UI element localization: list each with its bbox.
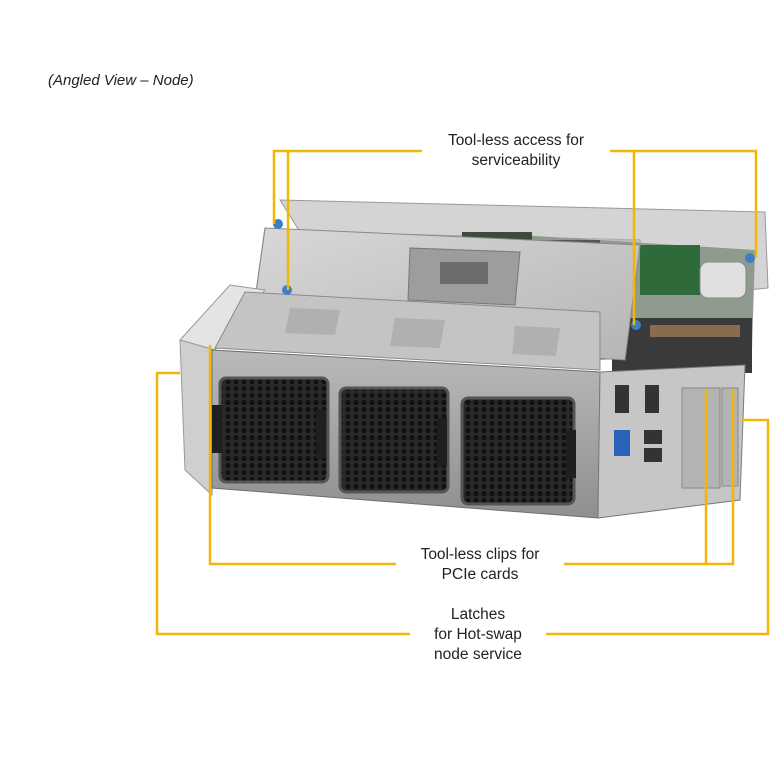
- fan-3: [460, 396, 576, 506]
- callout-toolless-access-line2: serviceability: [471, 152, 561, 169]
- fan-1: [212, 376, 330, 484]
- touch-point-1[interactable]: [273, 219, 283, 229]
- fan-2: [338, 386, 450, 494]
- rear-io-panel: [597, 364, 746, 519]
- callout-latches-line1: Latches: [450, 606, 506, 623]
- callout-pcie-clips: Tool-less clips for PCIe cards: [396, 545, 564, 585]
- callout-lines: [155, 149, 770, 636]
- caption: (Angled View – Node): [48, 72, 194, 89]
- callout-latches-line2: for Hot-swap: [434, 626, 522, 643]
- callout-pcie-clips-line1: Tool-less clips for: [420, 546, 540, 563]
- fan-tray-top: [214, 291, 601, 371]
- touch-point-3[interactable]: [631, 320, 641, 330]
- touch-point-4[interactable]: [745, 253, 755, 263]
- callout-pcie-clips-line2: PCIe cards: [441, 566, 519, 583]
- fan-front-panel: [211, 349, 601, 519]
- callout-latches: Latches for Hot-swap node service: [410, 605, 546, 665]
- callout-toolless-access-line1: Tool-less access for: [447, 132, 585, 149]
- callout-latches-line3: node service: [434, 646, 522, 663]
- callout-toolless-access: Tool-less access for serviceability: [422, 131, 610, 171]
